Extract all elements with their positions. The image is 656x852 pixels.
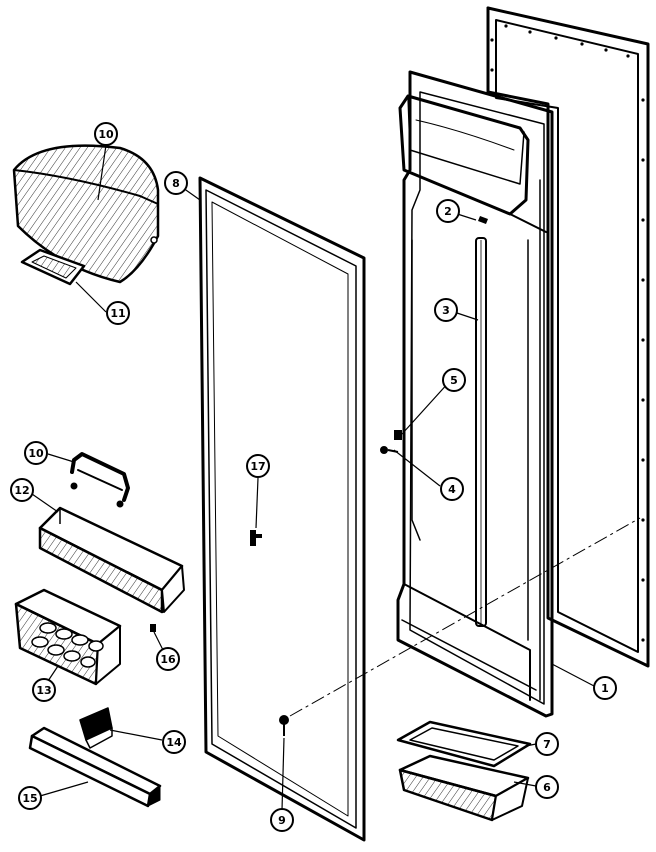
callout-shelf-front-rail: 15 bbox=[18, 786, 42, 810]
callout-bin-clip: 16 bbox=[156, 647, 180, 671]
callout-label: 6 bbox=[543, 781, 551, 794]
callout-screw-bottom: 9 bbox=[270, 808, 294, 832]
callout-plug-button: 17 bbox=[246, 454, 270, 478]
door-shelf-bin bbox=[38, 506, 185, 614]
dairy-door-handle bbox=[70, 452, 130, 508]
callout-label: 11 bbox=[110, 307, 125, 320]
callout-vertical-trim-strip: 3 bbox=[434, 298, 458, 322]
callout-label: 10 bbox=[98, 128, 114, 141]
callout-egg-bin: 13 bbox=[32, 678, 56, 702]
bin-lid bbox=[396, 720, 532, 768]
callout-label: 15 bbox=[22, 792, 37, 805]
butter-tray bbox=[20, 248, 86, 286]
plug-button bbox=[250, 530, 262, 546]
callout-label: 10 bbox=[28, 447, 44, 460]
callout-label: 4 bbox=[448, 483, 456, 496]
callout-label: 14 bbox=[166, 736, 182, 749]
callout-label: 3 bbox=[442, 304, 450, 317]
small-bin bbox=[398, 754, 530, 822]
callout-label: 2 bbox=[444, 205, 452, 218]
callout-door-gasket: 8 bbox=[164, 171, 188, 195]
leader-lines bbox=[31, 144, 595, 811]
callout-bin-lid: 7 bbox=[535, 732, 559, 756]
vertical-trim-strip bbox=[475, 237, 487, 627]
alignment-line bbox=[289, 517, 641, 717]
callout-label: 17 bbox=[250, 460, 265, 473]
callout-cantilever-bracket: 14 bbox=[162, 730, 186, 754]
screw-top bbox=[478, 216, 488, 224]
screw-bottom bbox=[279, 715, 289, 736]
callout-label: 8 bbox=[172, 177, 180, 190]
door-liner bbox=[396, 70, 554, 718]
cantilever-bracket bbox=[79, 707, 113, 749]
bin-clip bbox=[150, 624, 156, 632]
callout-screw-middle: 4 bbox=[440, 477, 464, 501]
callout-door-outer-panel: 1 bbox=[593, 676, 617, 700]
callout-butter-tray: 11 bbox=[106, 301, 130, 325]
callout-label: 12 bbox=[14, 484, 29, 497]
callout-door-shelf-bin: 12 bbox=[10, 478, 34, 502]
callout-label: 16 bbox=[160, 653, 176, 666]
callout-small-bin: 6 bbox=[535, 775, 559, 799]
callout-label: 1 bbox=[601, 682, 609, 695]
callout-label: 13 bbox=[36, 684, 51, 697]
callout-label: 5 bbox=[450, 374, 458, 387]
egg-bin bbox=[14, 588, 122, 686]
door-outer-panel bbox=[486, 6, 650, 668]
callout-label: 9 bbox=[278, 814, 286, 827]
clip-middle bbox=[394, 430, 402, 440]
screw-middle bbox=[380, 446, 399, 454]
callout-dairy-door-handle: 10 bbox=[24, 441, 48, 465]
callout-screw-top: 2 bbox=[436, 199, 460, 223]
shelf-front-rail bbox=[28, 726, 162, 808]
callout-dairy-door: 10 bbox=[94, 122, 118, 146]
door-gasket bbox=[198, 176, 366, 842]
callout-clip-middle: 5 bbox=[442, 368, 466, 392]
callout-label: 7 bbox=[543, 738, 551, 751]
